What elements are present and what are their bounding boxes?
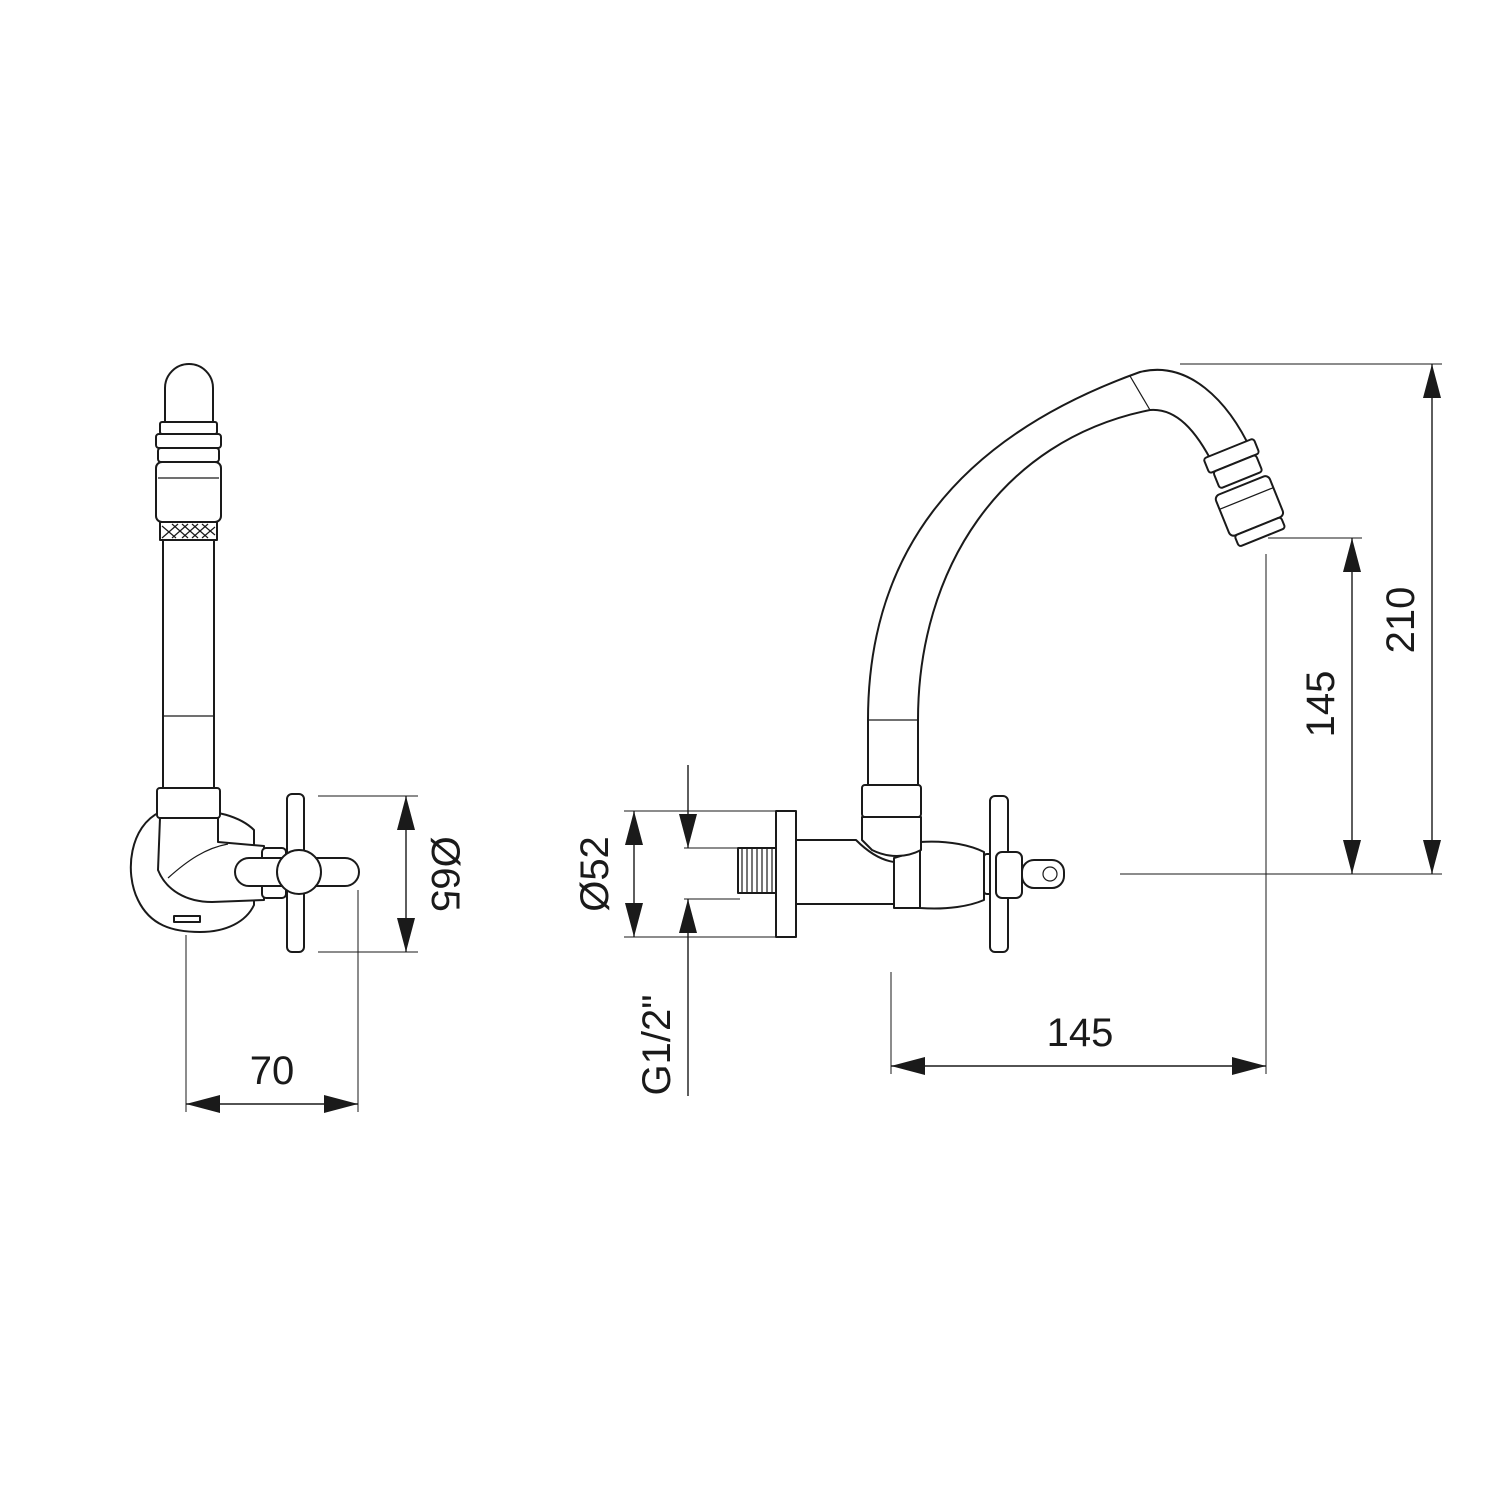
front-wall-flange <box>775 810 797 938</box>
front-aerator-tip <box>1214 475 1286 547</box>
front-spout-base <box>861 816 922 857</box>
dim-front-reach-label: 145 <box>1047 1011 1114 1055</box>
dim-front-total-height-label: 210 <box>1379 587 1423 654</box>
dim-side-rosette: Ø65 <box>318 795 467 953</box>
side-collar <box>156 787 221 819</box>
front-aerator <box>1203 438 1263 489</box>
side-view <box>129 363 360 953</box>
side-aerator-body <box>155 461 222 523</box>
dim-front-reach: 145 <box>890 554 1267 1075</box>
front-handle-hub <box>995 851 1023 899</box>
side-aerator-ring-2 <box>155 433 222 449</box>
front-view <box>737 369 1286 953</box>
front-valve-bulge <box>919 840 985 910</box>
front-spout-tube <box>867 369 1253 786</box>
side-handle-hub <box>276 849 322 895</box>
dim-front-thread: G1/2" <box>635 765 740 1096</box>
front-valve-body-right <box>893 849 921 909</box>
dim-front-total-height: 210 <box>1180 363 1442 874</box>
dim-front-flange-label: Ø52 <box>573 836 617 912</box>
front-thread-lines <box>741 848 773 893</box>
dim-front-outlet-height-label: 145 <box>1299 671 1343 738</box>
side-spout-tube <box>162 539 215 789</box>
front-spout-collar <box>861 784 922 818</box>
dim-front-flange: Ø52 <box>573 810 778 938</box>
side-spout-top <box>164 363 214 423</box>
dim-side-rosette-label: Ø65 <box>423 836 467 912</box>
side-aerator-mesh-hatch <box>161 523 216 539</box>
side-rosette-notch <box>173 915 201 923</box>
dim-front-outlet-height: 145 <box>1120 537 1442 875</box>
dim-front-thread-label: G1/2" <box>635 995 679 1096</box>
dim-side-width: 70 <box>185 890 359 1113</box>
dim-side-width-label: 70 <box>250 1049 295 1093</box>
side-aerator-ring-3 <box>157 447 220 463</box>
side-aerator-ring-1 <box>159 421 218 435</box>
